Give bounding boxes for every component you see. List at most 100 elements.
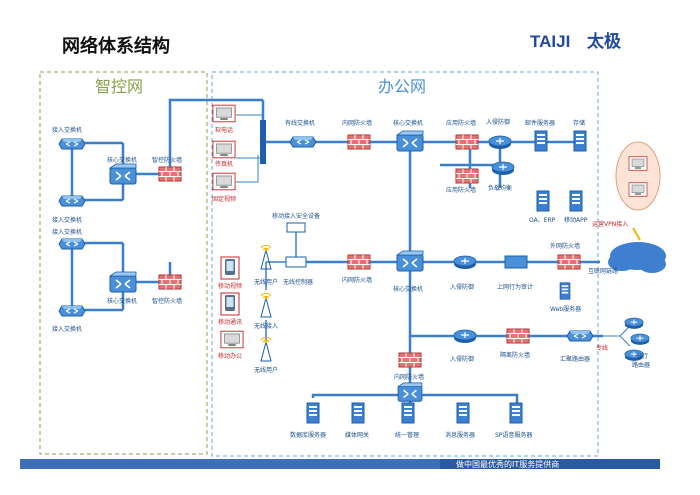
fixed-video-icon [212,172,236,191]
ids-device-3 [453,329,477,344]
behavior-audit-label: 上网行为审计 [497,283,533,291]
mobile-security-device [286,222,306,233]
intranet-firewall-2 [347,254,371,270]
load-balancer [491,161,515,176]
access-switch-3 [58,238,86,250]
ids-label-2: 入侵防御 [450,283,474,291]
office-core-switch-2-label: 核心交换机 [393,285,423,293]
access-switch-1-label: 接入交换机 [52,126,82,134]
load-balancer-label: 负载均衡 [488,184,512,192]
ids-label-3: 入侵防御 [450,355,474,363]
app-firewall-1 [455,134,479,150]
app-firewall-2-label: 应用防火墙 [446,186,476,194]
aggregation-router-label: 汇聚路由器 [560,355,590,363]
access-switch-2-label: 接入交换机 [52,216,82,224]
control-firewall-1 [158,166,182,182]
mobile-app-server [569,190,583,212]
office-core-switch-3 [397,382,423,403]
access-switch-2 [58,195,86,207]
page-title: 网络体系结构 [62,35,170,57]
intranet-firewall-1-label: 内网防火墙 [342,119,372,127]
control-core-switch-1 [109,163,137,185]
storage [573,130,587,152]
wired-switch [289,136,317,148]
external-firewall [557,254,581,270]
sp-voice-server-label: SP语音服务器 [495,431,532,439]
mobile-video-icon [220,256,240,280]
branch-router-1 [624,317,644,330]
external-firewall-label: 外网防火墙 [550,242,580,250]
fax-label: 传真机 [215,160,233,168]
footer-slogan: 做中国最优秀的IT服务提供商 [456,459,559,469]
wireless-user-1-label: 无线用户 [254,278,278,286]
control-zone-devices: 接入交换机 接入交换机 接入交换机 接入交换机 核心交换机 核心交换机 智控防火… [52,126,182,333]
ids-device-1 [488,135,512,150]
soft-phone-label: 软电话 [215,126,233,134]
wireless-controller [285,256,307,268]
behavior-audit-device [504,255,528,269]
media-gateway-label: 媒体网关 [345,431,369,439]
isolation-firewall-label: 隔离防火墙 [500,351,530,359]
remote-terminal-1 [628,156,648,171]
office-middle-row: 移动接入安全设备 无线控制器 无线用户 无线接入 无线用户 移动视频 移动通讯 … [218,212,581,374]
soft-phone-icon [212,104,236,123]
taiji-logo: TAIJI 太极 [530,31,621,51]
sp-voice-server [509,402,523,424]
office-core-switch-1 [396,130,424,152]
app-firewall-1-label: 应用防火墙 [446,119,476,127]
message-server [456,402,470,424]
oa-erp-server [536,190,550,212]
mobile-security-label: 移动接入安全设备 [272,212,320,220]
web-server [559,282,571,300]
web-server-label: Web服务器 [550,305,581,313]
mobile-office-label: 移动办公 [218,352,242,360]
mobile-comm-label: 移动通讯 [218,318,242,326]
intranet-firewall-3 [398,352,422,368]
office-core-switch-2 [396,250,424,272]
unified-management-label: 统一管理 [395,431,419,439]
control-core-switch-1-label: 核心交换机 [107,156,137,164]
unified-management [401,402,415,424]
intranet-firewall-3-label: 内网防火墙 [394,373,424,381]
control-firewall-2-label: 智控防火墙 [152,297,182,305]
isolation-firewall [506,328,530,344]
office-zone-border [211,71,599,457]
aggregation-router [566,330,594,342]
intranet-firewall-1 [347,134,371,150]
branch-router-2 [630,333,650,346]
wireless-links [265,232,297,340]
fax-icon [212,140,236,159]
internet-cloud: 互联网链路 运营VPN接入 [588,141,666,275]
vpn-link-icon [632,227,641,241]
ids-label-1: 入侵防御 [486,118,510,126]
access-switch-1 [58,138,86,150]
wireless-ap-2 [260,292,272,318]
wireless-access-label: 无线接入 [254,322,278,330]
wired-switch-label: 有线交换机 [285,119,315,127]
intranet-firewall-2-label: 内网防火墙 [342,276,372,284]
wireless-ap-3 [260,336,272,362]
connection-lines [70,98,603,410]
logo-brand-cn: 太极 [587,31,621,51]
access-switch-3-label: 接入交换机 [52,228,82,236]
dedicated-line-label: 专线 [596,344,608,352]
mobile-video-label: 移动视频 [218,282,242,290]
fixed-video-label: 固定视频 [212,195,236,203]
control-zone-border [39,71,208,455]
vpn-remote-bubble [615,141,661,211]
access-switch-4 [58,305,86,317]
mobile-app-label: 移动APP [564,216,588,224]
database-server [306,402,320,424]
control-firewall-2 [158,274,182,290]
wireless-controller-label: 无线控制器 [283,278,313,286]
database-server-label: 数据库服务器 [290,431,326,439]
office-terminals: 软电话 传真机 固定视频 [212,104,266,203]
control-core-switch-2-label: 核心交换机 [107,297,137,305]
ids-device-2 [453,255,477,270]
app-firewall-2 [455,168,479,184]
branch-links [600,325,631,347]
office-top-row: 有线交换机 内网防火墙 核心交换机 应用防火墙 应用防火墙 入侵防御 负载均衡 … [285,118,588,224]
terminal-links [236,114,263,183]
